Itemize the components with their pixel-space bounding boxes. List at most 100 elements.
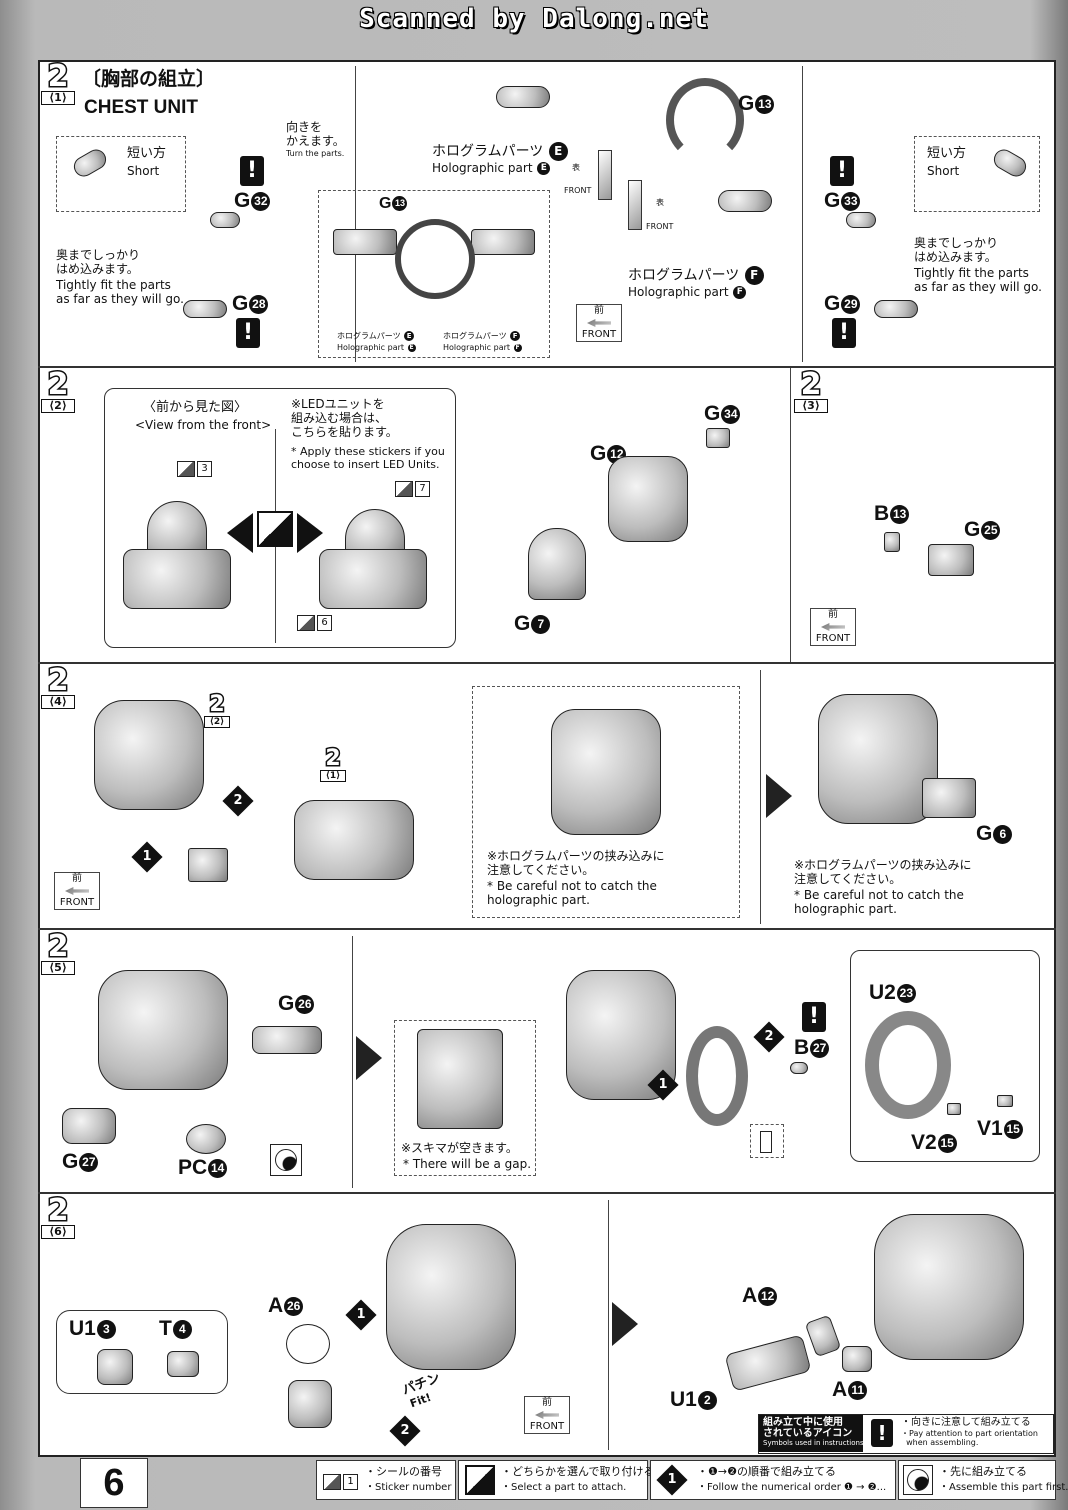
legend-numerical-order: 1 ・❶→❷の順番で組み立てる ・Follow the numerical or… — [650, 1460, 896, 1500]
divider — [760, 670, 761, 924]
short-label-en: Short — [927, 164, 960, 178]
gap-note-en: * There will be a gap. — [403, 1157, 532, 1171]
omote-label: 表 — [572, 163, 580, 172]
divider — [352, 936, 353, 1188]
divider — [608, 1200, 609, 1450]
page-number: 6 — [80, 1458, 148, 1508]
caution-icon: ! — [236, 318, 260, 348]
tight-fit-jp: 奥までしっかり はめ込みます。 — [56, 248, 141, 276]
part-g12-illustration — [608, 456, 688, 542]
part-g25-illustration — [928, 544, 974, 576]
holo-e-en: Holographic part E — [432, 161, 551, 175]
part-pc14-illustration — [186, 1124, 226, 1154]
short-part-illustration — [70, 145, 110, 181]
holo-part-f-illustration — [628, 180, 642, 230]
short-label-en: Short — [127, 164, 160, 178]
select-one-icon — [257, 511, 293, 547]
chest-side-illustration — [386, 1224, 516, 1370]
view-from-front-en: <View from the front> — [135, 418, 272, 432]
chest-assembled-illustration — [818, 694, 938, 824]
caution-jp: ※ホログラムパーツの挟み込みに 注意してください。 — [794, 858, 972, 886]
omote-label: 表 — [656, 198, 664, 207]
part-g6-illustration — [922, 778, 976, 818]
caution-icon: ! — [832, 318, 856, 348]
legend-select-part: ・どちらかを選んで取り付ける ・Select a part to attach. — [458, 1460, 654, 1500]
chest-body-view — [123, 549, 231, 609]
part-a12-illustration — [804, 1314, 842, 1358]
section-title-jp: 〔胸部の組立〕 — [82, 68, 216, 90]
order-icon: 1 — [656, 1464, 688, 1496]
divider — [802, 66, 803, 362]
short-part-illustration — [990, 145, 1030, 181]
turn-parts-en: Turn the parts. — [286, 149, 345, 158]
part-a26-illustration — [286, 1324, 330, 1364]
part-g34-illustration — [706, 428, 730, 448]
order-2-icon: 2 — [222, 785, 254, 817]
ring-part-illustration — [686, 1026, 748, 1126]
order-1-icon: 1 — [647, 1069, 679, 1101]
part-g33-top-illustration — [496, 86, 550, 108]
holo-e-label-en: Holographic part E — [337, 343, 416, 352]
short-label-jp: 短い方 — [127, 146, 167, 161]
part-g26-illustration — [252, 1026, 322, 1054]
caution-icon: ! — [240, 156, 264, 186]
part-g28-illustration — [183, 300, 227, 318]
step-number: 2 ⟨6⟩ — [41, 1194, 75, 1239]
legend-assemble-first: ・先に組み立てる ・Assemble this part first. — [898, 1460, 1068, 1500]
order-2-icon: 2 — [753, 1021, 785, 1053]
bracket-part-illustration — [188, 848, 228, 882]
legend-sticker-number: 1 ・シールの番号 ・Sticker number — [316, 1460, 456, 1500]
left-thruster — [333, 229, 397, 255]
orientation-note-en: ・Pay attention to part orientation when … — [901, 1429, 1038, 1447]
caution-en: * Be careful not to catch the holographi… — [487, 879, 657, 907]
divider — [355, 66, 356, 362]
view-from-front-jp: 〈前から見た図〉 — [143, 400, 248, 415]
front-label: FRONT — [564, 186, 592, 195]
step-number: 2 ⟨1⟩ — [41, 60, 75, 105]
caution-en: * Be careful not to catch the holographi… — [794, 888, 964, 916]
tight-fit-en: Tightly fit the parts as far as they wil… — [56, 278, 184, 306]
arrow-left-icon — [227, 513, 253, 553]
holo-f-label-en: Holographic part F — [443, 343, 522, 352]
part-b13-illustration — [884, 532, 900, 552]
gap-detail-box: ※スキマが空きます。 * There will be a gap. — [394, 1020, 536, 1176]
step-number: 2 ⟨5⟩ — [41, 930, 75, 975]
caution-icon: ! — [802, 1002, 826, 1032]
tight-fit-jp: 奥までしっかり はめ込みます。 — [914, 236, 999, 264]
part-g33-illustration — [846, 212, 876, 228]
chest-ring — [395, 219, 475, 299]
led-note-en: * Apply these stickers if you choose to … — [291, 445, 445, 471]
assemble-first-icon — [903, 1465, 933, 1495]
next-arrow-icon — [356, 1036, 382, 1080]
short-part-box: 短い方 Short — [56, 136, 186, 212]
led-note-jp: ※LEDユニットを 組み込む場合は、 こちらを貼ります。 — [291, 397, 398, 439]
sticker-3: 3 — [177, 461, 212, 477]
part-v2-illustration — [947, 1103, 961, 1115]
holo-f-jp: ホログラムパーツ F — [628, 266, 764, 285]
part-g32-illustration — [210, 212, 240, 228]
turn-parts-jp: 向きを かえます。 — [286, 120, 345, 148]
order-1-icon: 1 — [345, 1299, 377, 1331]
step-number: 2 ⟨4⟩ — [41, 664, 75, 709]
caution-detail-box: ※ホログラムパーツの挟み込みに 注意してください。 * Be careful n… — [472, 686, 740, 918]
gap-detail-illustration — [417, 1029, 503, 1129]
step-2-2-panel: 2 ⟨2⟩ 〈前から見た図〉 <View from the front> 3 ※… — [38, 368, 1056, 664]
chest-core-illustration — [94, 700, 204, 810]
next-arrow-icon — [612, 1302, 638, 1346]
